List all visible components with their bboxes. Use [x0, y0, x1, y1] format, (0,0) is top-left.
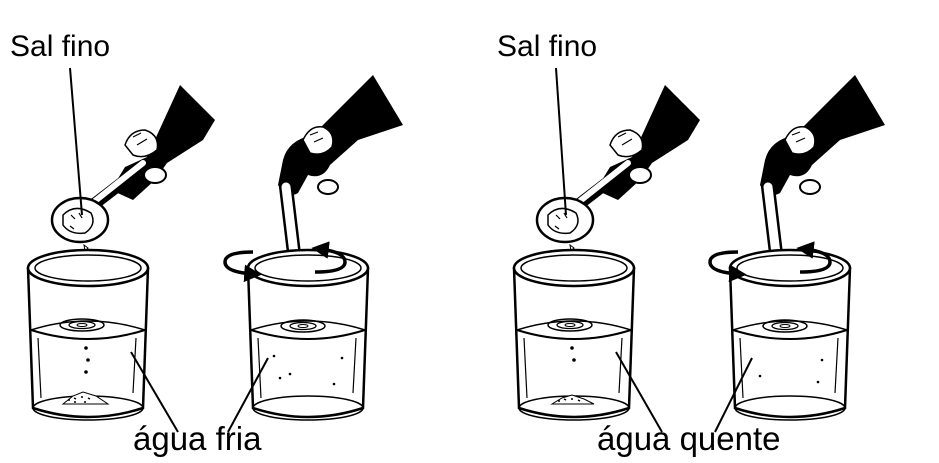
right-salt-label: Sal fino — [497, 30, 598, 63]
right-water-label: água quente — [597, 420, 781, 457]
left-beaker-stirred — [246, 248, 370, 422]
right-salt-leader — [555, 67, 567, 216]
right-beaker-stirred — [728, 248, 852, 422]
left-water-label: água fria — [133, 420, 262, 457]
right-water-leader-2 — [714, 357, 753, 433]
left-salt-label: Sal fino — [10, 30, 111, 63]
left-salt-leader — [69, 67, 83, 216]
left-beaker-undissolved — [26, 248, 150, 422]
right-water-leader-1 — [615, 351, 663, 433]
left-water-leader-1 — [130, 351, 179, 433]
right-beaker-undissolved — [512, 248, 636, 422]
left-water-leader-2 — [227, 357, 269, 433]
